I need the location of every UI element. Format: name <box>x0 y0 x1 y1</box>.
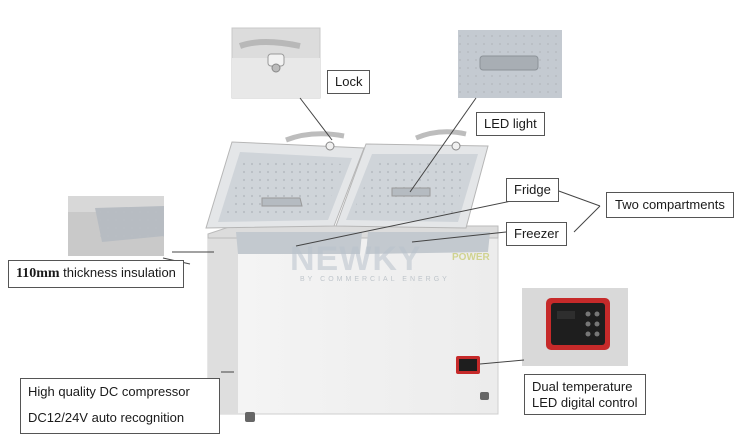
led-light-label: LED light <box>476 112 545 136</box>
insulation-label-text: thickness insulation <box>59 265 176 280</box>
lock-label: Lock <box>327 70 371 94</box>
freezer-body <box>207 225 499 422</box>
insulation-detail-inset <box>68 196 164 256</box>
insulation-label: 110mm thickness insulation <box>8 260 184 288</box>
freezer-lids <box>205 129 489 229</box>
brand-watermark-accent: POWER <box>452 252 490 263</box>
freezer-label: Freezer <box>506 222 567 246</box>
two-compartments-label: Two compartments <box>606 192 734 218</box>
callout-lines <box>162 97 601 373</box>
fridge-label: Fridge <box>506 178 559 202</box>
compressor-label: High quality DC compressor DC12/24V auto… <box>20 378 220 434</box>
compressor-line-2: DC12/24V auto recognition <box>28 409 185 425</box>
control-line-1: Dual temperature <box>532 379 633 394</box>
led-light-detail-inset <box>458 30 562 98</box>
compressor-line-1: High quality DC compressor <box>28 384 190 399</box>
insulation-thickness-value: 110mm <box>16 266 60 281</box>
brand-watermark-subline: BY COMMERCIAL ENERGY <box>300 276 450 283</box>
lock-detail-inset <box>231 27 321 99</box>
control-panel-detail-inset <box>522 288 628 366</box>
control-line-2: LED digital control <box>532 394 638 410</box>
digital-control-label: Dual temperature LED digital control <box>524 374 646 416</box>
brand-watermark: NEWKY <box>290 240 422 278</box>
